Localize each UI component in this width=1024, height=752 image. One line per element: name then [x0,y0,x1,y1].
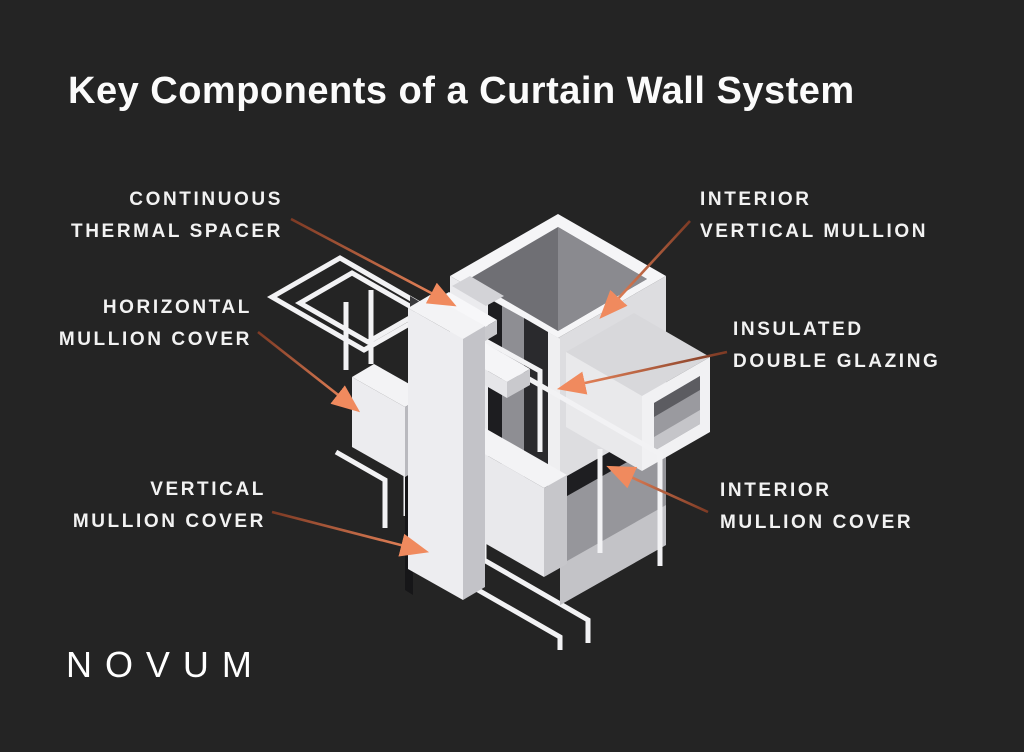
arrow-vertical-cover [271,510,430,557]
label-vertical-mullion-cover: VERTICAL MULLION COVER [73,474,266,538]
label-line: INTERIOR [700,189,812,210]
label-line: VERTICAL MULLION [700,221,929,242]
label-line: MULLION COVER [720,512,914,533]
arrow-thermal-spacer [290,217,457,307]
vertical-mullion-cover-shape [408,295,485,600]
label-line: THERMAL SPACER [71,221,283,242]
arrow-interior-cover [606,465,709,514]
label-insulated-double-glazing: INSULATED DOUBLE GLAZING [733,314,940,378]
label-line: INSULATED [733,319,864,340]
label-horizontal-mullion-cover: HORIZONTAL MULLION COVER [59,292,252,356]
label-line: INTERIOR [720,480,832,501]
label-line: DOUBLE GLAZING [733,351,941,372]
label-interior-vertical-mullion: INTERIOR VERTICAL MULLION [700,184,928,248]
label-line: VERTICAL [150,479,266,500]
label-line: MULLION COVER [72,511,266,532]
novum-logo: NOVUM [66,644,265,685]
arrow-horizontal-cover [257,330,361,413]
callout-arrows [257,217,728,557]
arrow-interior-mullion [599,220,691,319]
label-line: CONTINUOUS [129,189,283,210]
label-line: MULLION COVER [58,329,252,350]
page-title: Key Components of a Curtain Wall System [68,70,855,112]
label-line: HORIZONTAL [102,297,252,318]
label-interior-mullion-cover: INTERIOR MULLION COVER [720,475,913,539]
arrow-glazing [556,350,728,395]
label-continuous-thermal-spacer: CONTINUOUS THERMAL SPACER [71,184,283,248]
